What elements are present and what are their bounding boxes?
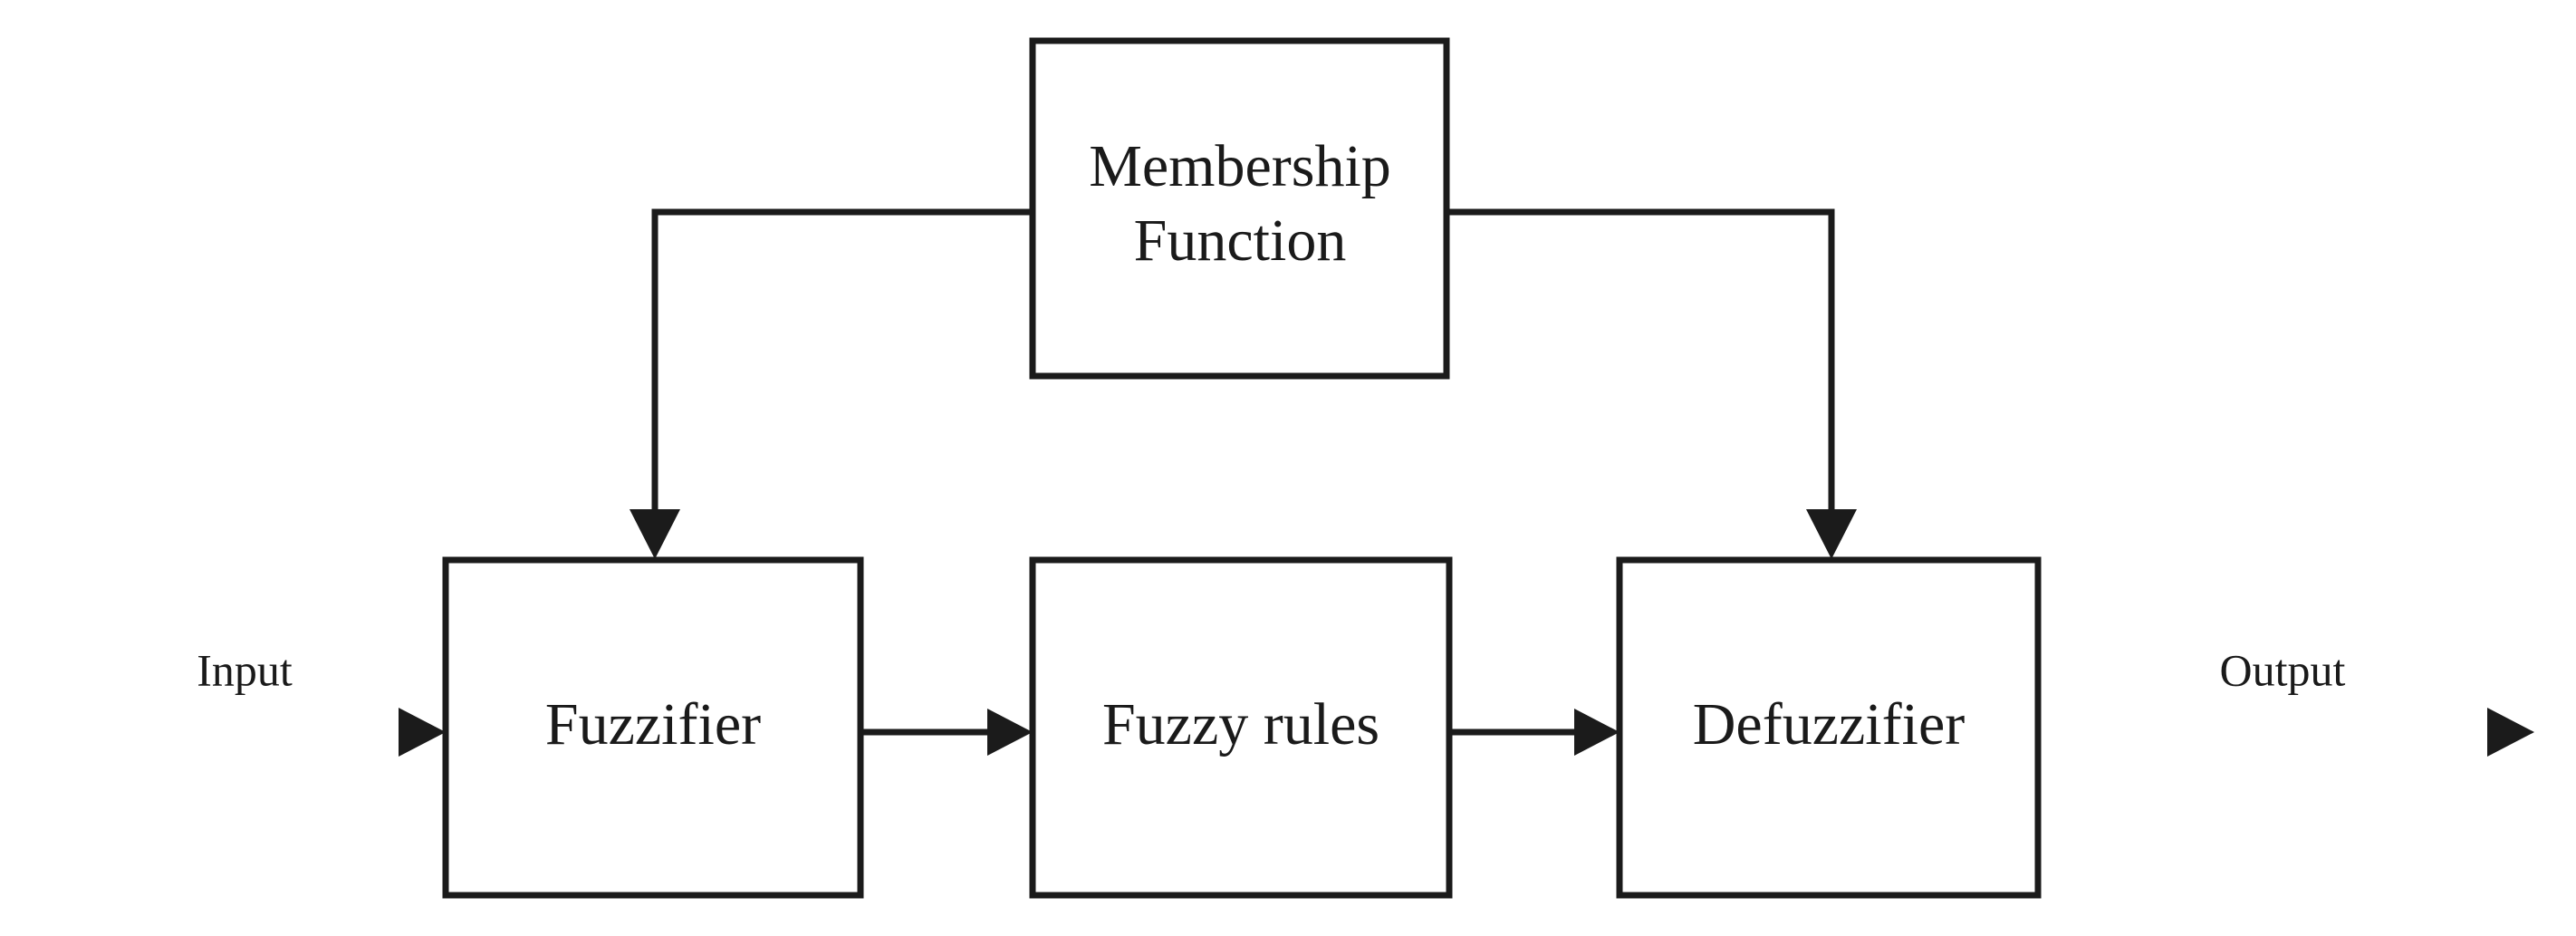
arrow-head-down-defuzzifier (1806, 509, 1857, 559)
arrow-head-fuzzy-rules (987, 709, 1033, 756)
membership-function-label-line2: Function (1134, 207, 1347, 274)
defuzzifier-label: Defuzzifier (1693, 691, 1965, 757)
node-membership-function[interactable]: Membership Function (1029, 37, 1450, 380)
membership-function-box[interactable] (1029, 37, 1450, 380)
fuzzifier-label: Fuzzifier (545, 691, 761, 757)
edge-defuzzifier-to-output (2038, 708, 2534, 757)
node-fuzzifier[interactable]: Fuzzifier (442, 556, 864, 899)
fuzzy-rules-label: Fuzzy rules (1102, 691, 1379, 757)
node-defuzzifier[interactable]: Defuzzifier (1616, 556, 2042, 899)
arrow-head-input (399, 708, 446, 757)
arrow-head-defuzzifier (1574, 709, 1620, 756)
output-label: Output (2220, 644, 2346, 695)
membership-function-label-line1: Membership (1089, 133, 1391, 199)
defuzzifier-box[interactable] (1616, 556, 2042, 899)
fuzzy-rules-box[interactable] (1029, 556, 1453, 899)
edge-fuzzy-rules-to-defuzzifier (1449, 709, 1620, 756)
edge-membership-to-fuzzifier (630, 208, 1033, 559)
arrow-head-output (2487, 708, 2534, 757)
node-fuzzy-rules[interactable]: Fuzzy rules (1029, 556, 1453, 899)
arrow-head-down-fuzzifier (630, 509, 680, 559)
fuzzifier-box[interactable] (442, 556, 864, 899)
input-label: Input (197, 644, 293, 695)
edge-fuzzifier-to-fuzzy-rules (860, 709, 1033, 756)
edge-membership-to-defuzzifier (1447, 208, 1857, 559)
edge-input-to-fuzzifier (34, 708, 446, 757)
